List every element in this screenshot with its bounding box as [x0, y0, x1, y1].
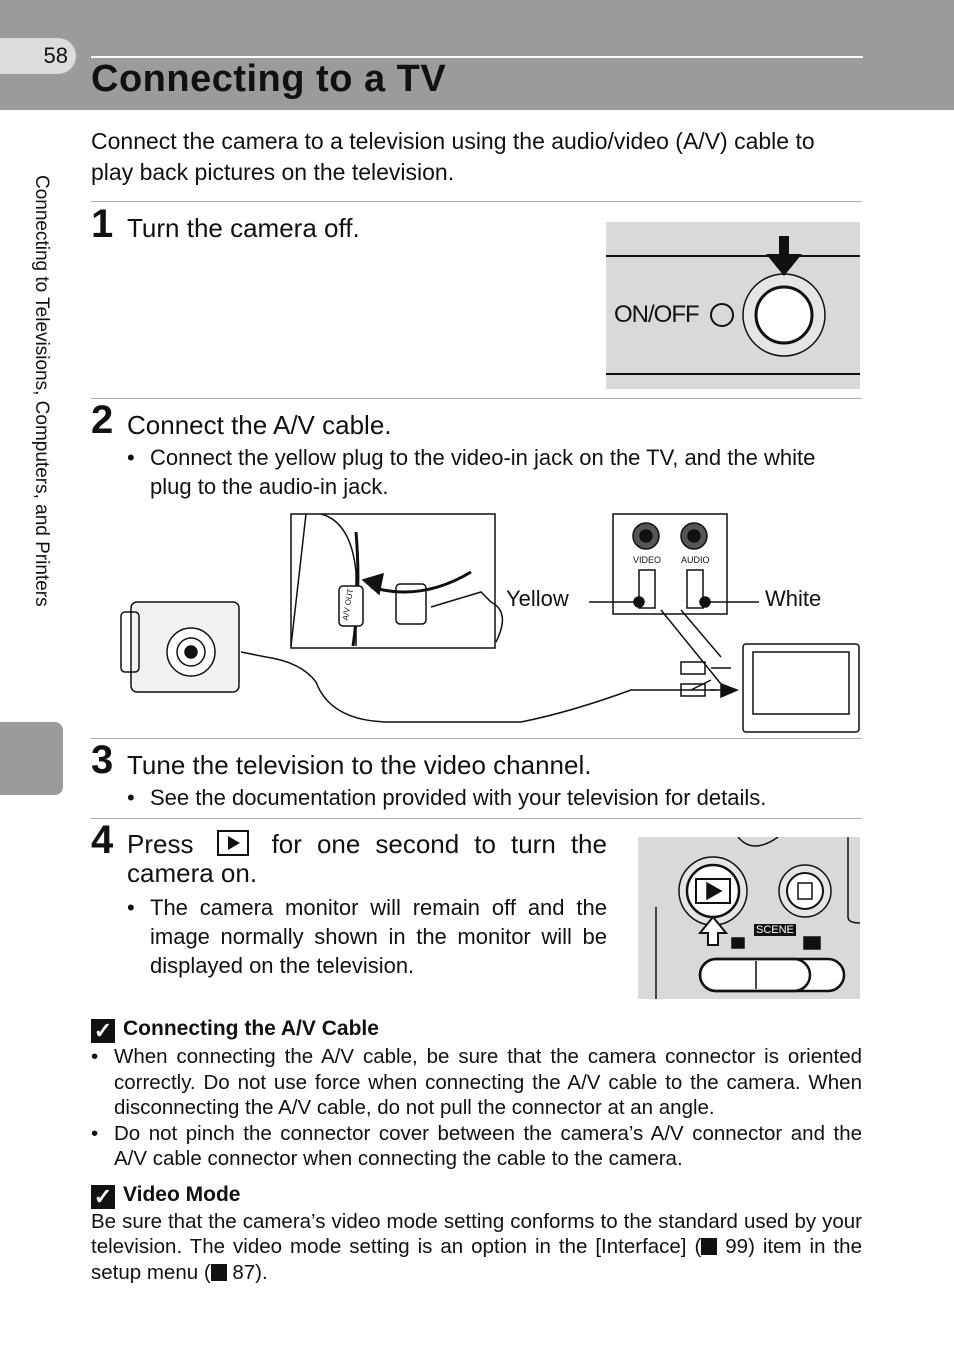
notes-section: ✓ Connecting the A/V Cable •When connecti… — [91, 1016, 862, 1285]
intro-text: Connect the camera to a television using… — [91, 128, 815, 185]
page-reference-icon — [210, 1263, 227, 1281]
page-title: Connecting to a TV — [91, 58, 447, 100]
page-number: 58 — [0, 38, 76, 74]
header-band — [0, 0, 954, 110]
playback-button-illustration: SCENE — [638, 836, 861, 999]
power-button-icon — [606, 236, 860, 375]
step-heading: Tune the television to the video channel… — [127, 750, 592, 780]
divider — [91, 398, 862, 399]
scene-label: SCENE — [754, 924, 796, 936]
onoff-label: ON/OFF — [614, 301, 700, 328]
section-side-label: Connecting to Televisions, Computers, an… — [31, 175, 52, 607]
white-label: White — [765, 586, 822, 611]
step-4-content: Press for one second to turn the camera … — [127, 830, 607, 980]
note-bullet: •Do not pinch the connector cover betwee… — [91, 1121, 862, 1171]
camera-tv-cable-diagram — [120, 513, 860, 733]
camera-back-diagram — [655, 836, 861, 999]
step-number: 4 — [91, 818, 114, 862]
heading-text: Press — [127, 829, 194, 859]
bullet-text: See the documentation provided with your… — [150, 785, 767, 810]
note-text: ) item in the setup menu ( — [91, 1235, 862, 1284]
step-bullet: •See the documentation provided with you… — [127, 785, 767, 810]
video-jack-label: VIDEO — [633, 555, 662, 565]
check-icon: ✓ — [91, 1184, 115, 1209]
step-bullet: •The camera monitor will remain off and … — [127, 895, 607, 978]
note-text: ). — [255, 1260, 268, 1284]
step-heading: Press for one second to turn the camera … — [127, 830, 607, 888]
note-body: Be sure that the camera’s video mode set… — [91, 1209, 862, 1286]
note-bullet-text: Do not pinch the connector cover between… — [114, 1121, 862, 1171]
section-tab — [0, 722, 63, 795]
step-bullet: •Connect the yellow plug to the video-in… — [127, 445, 816, 499]
page-reference[interactable]: 99 — [725, 1235, 749, 1258]
divider — [91, 738, 862, 739]
step-number: 2 — [91, 398, 114, 442]
note-heading-text: Video Mode — [123, 1182, 241, 1206]
playback-button-icon — [216, 830, 249, 856]
note-heading: ✓ Video Mode — [91, 1182, 862, 1209]
note-heading: ✓ Connecting the A/V Cable — [91, 1016, 862, 1043]
divider — [91, 201, 862, 202]
page-reference-icon — [701, 1238, 718, 1255]
step-number: 3 — [91, 738, 114, 782]
note-bullet: •When connecting the A/V cable, be sure … — [91, 1045, 862, 1119]
note-text: Be sure that the camera’s video mode set… — [91, 1209, 862, 1259]
av-connection-illustration: A/V OUT Yellow White VIDEO AUDIO — [91, 512, 863, 736]
yellow-label: Yellow — [506, 586, 569, 611]
onoff-illustration: ON/OFF — [606, 222, 860, 389]
check-icon: ✓ — [91, 1019, 115, 1043]
divider — [91, 818, 862, 819]
step-heading: Connect the A/V cable. — [127, 410, 392, 440]
audio-jack-label: AUDIO — [681, 555, 710, 565]
step-heading: Turn the camera off. — [127, 213, 360, 243]
header-rule — [91, 56, 863, 58]
note-body: •When connecting the A/V cable, be sure … — [91, 1044, 862, 1172]
page-reference[interactable]: 87 — [232, 1260, 256, 1284]
bullet-text: Connect the yellow plug to the video-in … — [150, 445, 816, 499]
note-bullet-text: When connecting the A/V cable, be sure t… — [114, 1045, 862, 1119]
bullet-text: The camera monitor will remain off and t… — [150, 895, 607, 978]
step-number: 1 — [91, 202, 114, 246]
heading-text: for one second to turn the camera on. — [127, 829, 607, 888]
note-heading-text: Connecting the A/V Cable — [123, 1017, 379, 1040]
